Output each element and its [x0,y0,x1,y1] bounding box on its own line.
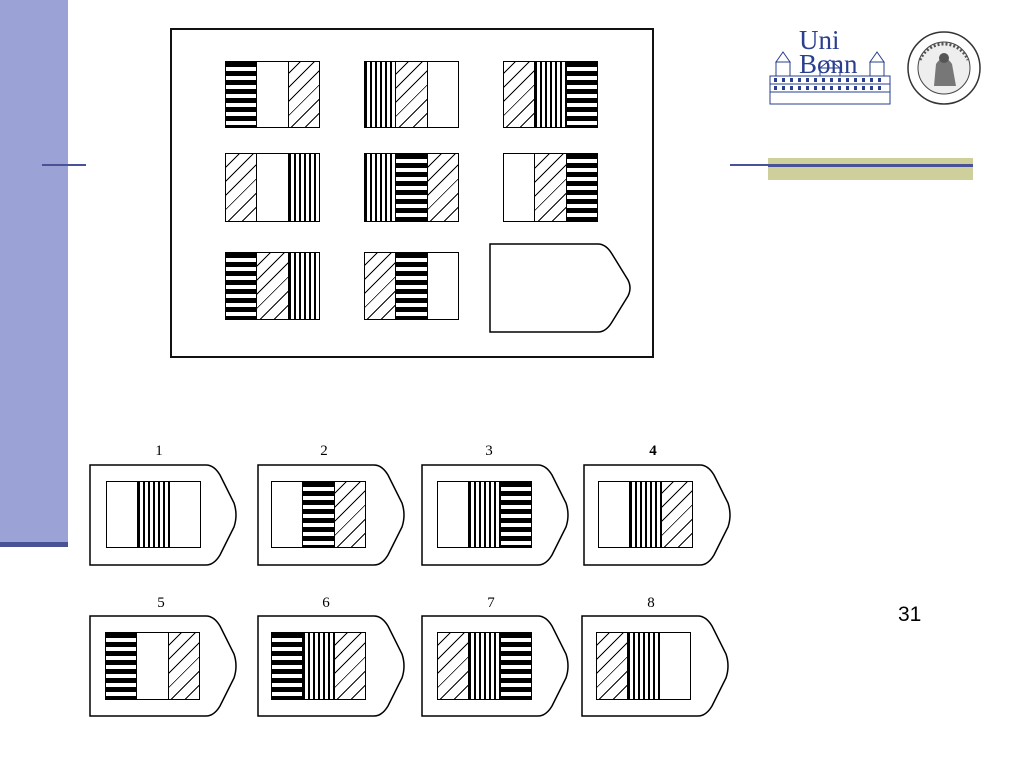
strip-vertical-lines [627,633,659,699]
strip-vertical-lines [629,482,661,547]
strip-white [426,62,458,127]
strip-diagonal-hatch [333,482,365,547]
strip-diagonal-hatch [660,482,692,547]
answer-8-figure [596,632,691,700]
strip-diagonal-hatch [438,633,469,699]
strip-white [438,482,469,547]
answer-label-6: 6 [322,595,330,611]
answer-5-figure [105,632,200,700]
answer-4-figure [598,481,693,548]
strip-horizontal-bars [302,482,334,547]
university-logo-text: Uni Bonn [799,25,869,79]
page-number: 31 [898,603,922,626]
strip-white [426,253,458,319]
matrix-cell-r2c3 [503,153,598,222]
strip-diagonal-hatch [226,154,257,221]
slide-sidebar [0,0,68,544]
slide-accent-band-line [768,164,973,167]
building-icon [769,51,891,105]
strip-horizontal-bars [499,633,531,699]
answer-label-4: 4 [649,443,657,459]
strip-diagonal-hatch [534,154,566,221]
strip-diagonal-hatch [365,253,396,319]
strip-vertical-lines [365,62,396,127]
strip-vertical-lines [534,62,566,127]
logo-text-bonn: Bonn [799,49,858,79]
answer-1-figure [106,481,201,548]
logo-text-uni: Uni [799,25,840,55]
slide-accent-band [768,158,973,180]
answer-label-5: 5 [157,595,165,611]
strip-vertical-lines [468,482,500,547]
matrix-cell-r2c2 [364,153,459,222]
strip-white [599,482,630,547]
matrix-frame [170,28,654,358]
strip-diagonal-hatch [504,62,535,127]
answer-label-7: 7 [487,595,495,611]
matrix-cell-r1c3 [503,61,598,128]
matrix-cell-r1c2 [364,61,459,128]
strip-white [256,154,288,221]
strip-diagonal-hatch [597,633,628,699]
strip-vertical-lines [137,482,169,547]
strip-white [168,482,200,547]
matrix-cell-r3c2 [364,252,459,320]
matrix-cell-r3c1 [225,252,320,320]
strip-white [136,633,168,699]
matrix-missing-cell [489,243,631,333]
answer-6-figure [271,632,366,700]
matrix-cell-r2c1 [225,153,320,222]
strip-diagonal-hatch [426,154,458,221]
answer-7-figure [437,632,532,700]
strip-white [504,154,535,221]
strip-horizontal-bars [565,154,597,221]
answer-2-figure [271,481,366,548]
strip-horizontal-bars [106,633,137,699]
strip-diagonal-hatch [167,633,199,699]
strip-horizontal-bars [565,62,597,127]
strip-vertical-lines [287,154,319,221]
strip-vertical-lines [302,633,334,699]
strip-white [107,482,138,547]
matrix-cell-r1c1 [225,61,320,128]
strip-white [658,633,690,699]
slide-accent-line-left [42,164,86,166]
strip-vertical-lines [287,253,319,319]
answer-label-8: 8 [647,595,655,611]
slide-sidebar-edge [0,542,68,547]
strip-vertical-lines [365,154,396,221]
strip-horizontal-bars [226,253,257,319]
strip-diagonal-hatch [287,62,319,127]
strip-diagonal-hatch [256,253,288,319]
strip-horizontal-bars [499,482,531,547]
strip-horizontal-bars [395,154,427,221]
strip-diagonal-hatch [333,633,365,699]
answer-3-figure [437,481,532,548]
facultas-medicinae-seal-icon [907,31,981,105]
strip-horizontal-bars [226,62,257,127]
strip-white [272,482,303,547]
answer-label-1: 1 [155,443,163,459]
university-building-logo: Uni Bonn [768,26,892,108]
strip-white [256,62,288,127]
strip-horizontal-bars [272,633,303,699]
answer-label-2: 2 [320,443,328,459]
strip-vertical-lines [468,633,500,699]
strip-horizontal-bars [395,253,427,319]
answer-label-3: 3 [485,443,493,459]
strip-diagonal-hatch [395,62,427,127]
